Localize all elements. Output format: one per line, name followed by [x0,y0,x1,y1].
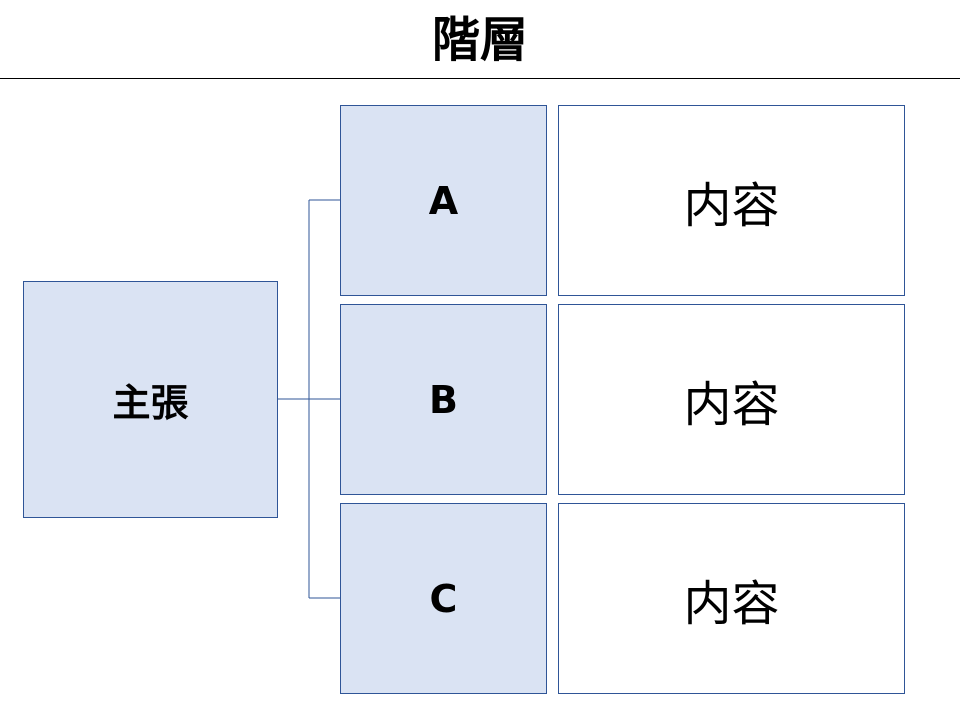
content-box-c-text: 内容 [683,575,780,632]
branch-node-a: A [340,105,547,296]
content-box-a-text: 内容 [683,177,780,234]
content-box-a: 内容 [558,105,905,296]
branch-node-c: C [340,503,547,694]
branch-node-b-label: B [429,377,458,422]
content-box-c: 内容 [558,503,905,694]
root-node: 主張 [23,281,278,518]
title-divider [0,78,960,79]
page-title: 階層 [431,12,528,68]
branch-node-b: B [340,304,547,495]
content-box-b: 内容 [558,304,905,495]
root-node-label: 主張 [112,381,189,425]
branch-node-a-label: A [428,178,459,223]
content-box-b-text: 内容 [683,376,780,433]
branch-node-c-label: C [429,576,458,621]
